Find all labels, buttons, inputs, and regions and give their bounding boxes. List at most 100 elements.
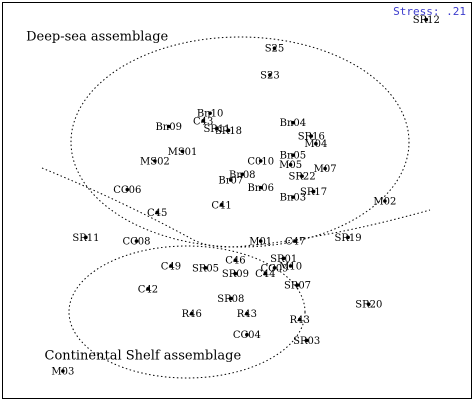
point-marker [258,159,263,163]
point-marker [125,187,130,192]
point-marker [300,174,304,178]
data-point: SR01 [270,254,297,265]
point-marker [263,271,268,276]
point-marker [323,166,327,171]
point-marker [295,283,300,287]
point-marker [281,256,286,261]
data-point: M10 [279,261,302,272]
point-marker [233,258,238,263]
point-marker [84,235,88,240]
data-point: R46 [182,309,202,320]
point-marker [233,271,238,276]
data-point: C43 [193,116,213,127]
data-point: CC08 [122,237,150,248]
data-point: SR12 [413,15,440,26]
data-point: Bn05 [280,151,307,162]
point-marker [219,203,224,207]
group-divider-line [41,167,431,248]
data-point: Bn09 [155,122,182,133]
data-point: SR19 [335,233,362,244]
data-point: MS02 [140,156,170,167]
continental-shelf-assemblage-label: Continental Shelf assemblage [45,349,242,364]
point-marker [229,178,233,182]
data-point: M07 [314,164,337,175]
point-marker [189,311,194,316]
data-point: Br07 [218,175,243,186]
point-marker [314,141,318,146]
data-point: CC09 [260,263,288,274]
data-point: SR18 [215,126,242,137]
point-marker [134,239,139,243]
point-marker [258,185,263,190]
data-point: SR08 [217,294,244,305]
point-marker [293,239,298,243]
data-point: M03 [51,366,74,377]
data-point: SR03 [293,336,320,347]
data-point: M02 [373,197,396,208]
point-marker [291,153,295,157]
data-point: SR11 [203,124,230,135]
data-point: Bn03 [280,193,307,204]
point-marker [208,111,212,115]
data-point: M04 [304,139,327,150]
point-marker [268,73,272,77]
point-marker [153,159,157,163]
data-point: C41 [211,200,231,211]
sample-points: SR12S25S23Bn10C43SR11 Bn09 SR18 Bn04SR16M04… [51,15,439,377]
data-point: M01 [249,237,272,248]
data-point: CC04 [233,330,261,341]
data-point: SR16 [298,132,325,143]
point-marker [383,199,387,203]
point-marker [298,317,302,322]
point-marker [226,128,231,133]
deep-sea-assemblage-label: Deep-sea assemblage [26,30,168,45]
point-marker [155,210,159,215]
data-point: S25 [265,44,285,55]
data-point: R43 [237,309,257,320]
stress-value: Stress: .21 [393,5,466,18]
point-marker [272,266,277,270]
point-marker [424,17,429,22]
point-marker [291,120,295,125]
deep-sea-ellipse [70,36,410,248]
data-point: S23 [260,70,280,81]
point-marker [203,266,208,270]
data-point: Bn10 [197,109,224,120]
point-marker [258,239,263,243]
point-marker [288,162,293,167]
point-marker [180,149,185,154]
point-marker [146,287,150,291]
data-point: CC06 [113,185,141,196]
data-point: SR07 [284,281,311,292]
data-point: C49 [161,261,181,272]
point-marker [367,302,371,306]
data-point: M05 [279,160,302,171]
data-point: C010 [247,156,274,167]
data-point: SR20 [355,300,382,311]
point-marker [245,332,249,337]
data-point: C42 [138,284,158,295]
data-point: Bn08 [229,170,256,181]
data-point: C44 [255,269,275,280]
point-marker [272,46,277,50]
data-point: C46 [225,256,245,267]
data-point: MS01 [168,147,198,158]
data-point: C47 [285,237,305,248]
point-marker [201,118,205,123]
data-point: SR05 [192,263,219,274]
data-point: Bn04 [280,118,307,129]
point-marker [229,296,233,301]
data-point: Bn06 [247,183,274,194]
point-marker [346,235,350,240]
point-marker [245,311,249,316]
point-marker [240,172,245,177]
point-marker [166,124,171,129]
point-marker [304,338,309,343]
data-point: R43 [290,315,310,326]
point-marker [288,264,293,268]
data-point: SR22 [289,172,316,183]
